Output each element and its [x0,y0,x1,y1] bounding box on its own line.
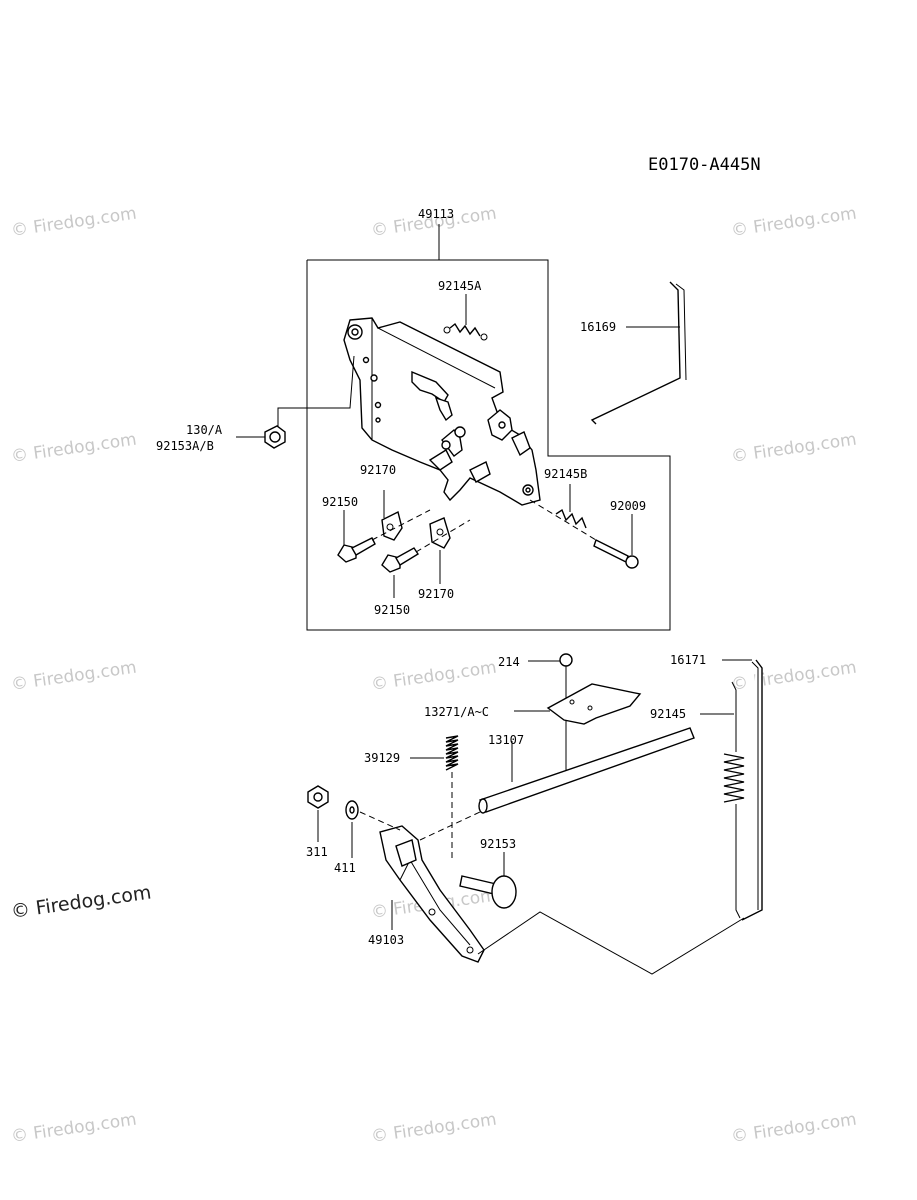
watermark: © Firedog.com [10,204,138,241]
label-311: 311 [306,845,328,859]
label-411: 411 [334,861,356,875]
clamp-92170-a [381,510,403,541]
label-92145a: 92145A [438,279,482,293]
link-line [477,911,745,975]
label-92145b: 92145B [544,467,587,481]
label-130a: 130/A [186,423,223,437]
label-92150-left: 92150 [322,495,358,509]
label-39129: 39129 [364,751,400,765]
spring-92145b [555,508,587,529]
plate-13271 [546,683,642,725]
lever-49103 [379,825,485,963]
watermark: © Firedog.com [730,658,858,695]
label-92153: 92153 [480,837,516,851]
label-92009: 92009 [610,499,646,513]
clamp-92170-b [429,517,451,549]
washer-411 [345,800,359,820]
screw-92150-a [337,537,376,563]
label-92150-bottom: 92150 [374,603,410,617]
label-214: 214 [498,655,520,669]
label-92170-top: 92170 [360,463,396,477]
label-49113: 49113 [418,207,454,221]
watermark: © Firedog.com [10,658,138,695]
watermark: © Firedog.com [370,1110,498,1147]
control-plate [343,317,541,506]
bolt-92153 [459,875,517,909]
label-49103: 49103 [368,933,404,947]
screw-92150-b [381,547,419,573]
part-labels: 49113 92145A 16169 130/A 92153A/B 92170 … [156,207,706,947]
label-13271: 13271/A~C [424,705,489,719]
watermark: © Firedog.com [730,204,858,241]
label-16169: 16169 [580,320,616,334]
watermark-dark: © Firedog.com [10,881,153,922]
spring-92145 [723,681,745,919]
rod-16171 [741,659,763,921]
spring-92145a [443,322,488,341]
bolt-130a [264,425,286,449]
shaft-13107 [478,720,695,814]
label-16171: 16171 [670,653,706,667]
label-92145: 92145 [650,707,686,721]
watermark: © Firedog.com [730,1110,858,1147]
label-92153ab: 92153A/B [156,439,214,453]
assembly-box [306,224,671,631]
watermark: © Firedog.com [10,430,138,467]
watermark: © Firedog.com [370,658,498,695]
rod-16169 [590,281,687,425]
spring-39129 [445,735,459,771]
watermark: © Firedog.com [10,1110,138,1147]
label-92170-bottom: 92170 [418,587,454,601]
watermark: © Firedog.com [730,430,858,467]
label-13107: 13107 [488,733,524,747]
diagram-code: E0170-A445N [648,155,761,175]
screw-92009 [593,539,639,569]
nut-311 [307,785,329,809]
screw-214 [559,653,573,700]
